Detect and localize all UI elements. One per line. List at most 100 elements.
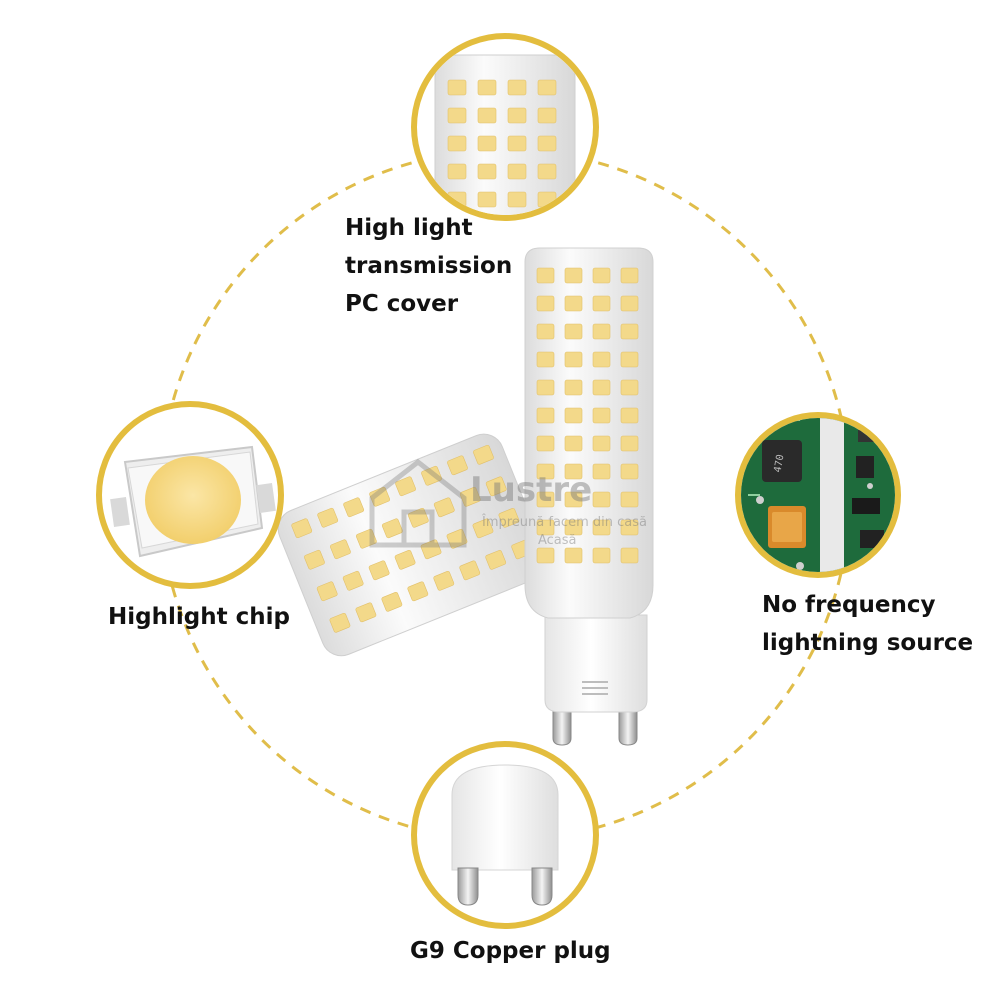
led-chip-cell xyxy=(477,191,497,208)
led-chip-phosphor xyxy=(145,456,241,544)
led-chip-cell xyxy=(446,528,468,549)
led-chip-cell xyxy=(485,550,507,570)
led-chip-cell xyxy=(592,519,611,536)
led-chip-cell xyxy=(536,407,555,424)
led-chip-cell xyxy=(620,379,639,396)
led-chip-cell xyxy=(472,518,494,539)
led-chip-cell xyxy=(498,508,520,528)
led-chip-cell xyxy=(564,351,583,368)
led-chip-cell xyxy=(330,539,351,560)
led-chip-cell xyxy=(536,547,555,564)
led-chip-cell xyxy=(343,497,365,518)
led-chip-cell xyxy=(507,191,527,208)
upright-led-bulb xyxy=(524,247,654,746)
led-chip-cell xyxy=(485,476,507,497)
cover-feature-line-2: transmission xyxy=(345,253,513,279)
led-chip-cell xyxy=(507,135,527,152)
led-chip-cell xyxy=(507,107,527,124)
led-chip-cell xyxy=(421,465,442,486)
led-chip-cell xyxy=(369,486,390,507)
cover-led-grid xyxy=(447,79,557,235)
led-chip-cell xyxy=(592,323,611,340)
upright-bulb-led-grid xyxy=(536,267,639,564)
led-chip-cell xyxy=(592,491,611,508)
led-chip-cell xyxy=(477,107,497,124)
led-chip-cell xyxy=(407,581,429,602)
led-chip-cell xyxy=(291,518,313,539)
source-feature-label: No frequency lightning source xyxy=(762,586,973,662)
cover-feature-line-3: PC cover xyxy=(345,291,459,317)
led-chip-cell xyxy=(620,491,639,508)
led-chip-cell xyxy=(447,135,467,152)
led-chip-cell xyxy=(316,581,338,602)
led-chip-cell xyxy=(620,295,639,312)
tilted-led-bulb xyxy=(277,433,548,657)
g9-plug-callout xyxy=(411,741,599,929)
led-chip-cell xyxy=(477,135,497,152)
led-chip-cell xyxy=(317,507,339,528)
led-chip-cell xyxy=(355,602,377,623)
highlight-chip-callout xyxy=(96,401,284,589)
led-chip-cell xyxy=(536,267,555,284)
led-chip-cell xyxy=(459,560,481,581)
watermark-subline: Acasă xyxy=(538,533,577,548)
led-chip-cell xyxy=(420,539,442,560)
led-chip-cell xyxy=(620,407,639,424)
led-chip-cell xyxy=(447,163,467,180)
led-chip-cell xyxy=(564,407,583,424)
led-chip-cell xyxy=(368,560,390,581)
led-chip-cell xyxy=(592,295,611,312)
led-chip-cell xyxy=(564,519,583,536)
led-chip-cell xyxy=(537,135,557,152)
led-chip-cell xyxy=(433,571,455,591)
led-chip-cell xyxy=(620,435,639,452)
led-chip-cell xyxy=(407,507,429,528)
led-chip-cell xyxy=(507,79,527,96)
led-chip-cell xyxy=(342,570,364,591)
led-chip-cell xyxy=(592,407,611,424)
plug-feature-label: G9 Copper plug xyxy=(410,938,611,964)
led-chip-cell xyxy=(564,379,583,396)
led-chip-cell xyxy=(536,491,555,508)
led-chip-cell xyxy=(592,267,611,284)
led-chip-cell xyxy=(329,612,351,633)
led-chip-cell xyxy=(304,549,325,570)
led-chip-cell xyxy=(536,295,555,312)
svg-text:470: 470 xyxy=(773,454,787,474)
led-chip-cell xyxy=(564,295,583,312)
led-chip-cell xyxy=(381,591,403,612)
led-chip-cell xyxy=(620,463,639,480)
pc-cover-callout xyxy=(411,33,599,235)
led-chip-cell xyxy=(592,463,611,480)
led-chip-cell xyxy=(394,549,416,570)
led-chip-cell xyxy=(620,547,639,564)
led-chip-cell xyxy=(536,435,555,452)
led-chip-cell xyxy=(381,518,403,539)
led-chip-cell xyxy=(564,463,583,480)
source-feature-line-1: No frequency xyxy=(762,592,936,618)
led-chip-cell xyxy=(536,379,555,396)
led-chip-cell xyxy=(447,455,468,476)
watermark-house-icon xyxy=(369,458,467,548)
led-chip-cell xyxy=(592,547,611,564)
led-chip-cell xyxy=(433,497,455,518)
led-chip-cell xyxy=(356,528,377,549)
led-chip-cell xyxy=(564,491,583,508)
led-chip-cell xyxy=(564,267,583,284)
led-chip-cell xyxy=(592,379,611,396)
led-chip-cell xyxy=(620,351,639,368)
led-chip-cell xyxy=(536,519,555,536)
pcb-callout: 470 xyxy=(735,412,901,578)
led-chip-cell xyxy=(507,163,527,180)
led-chip-cell xyxy=(537,163,557,180)
led-chip-cell xyxy=(537,79,557,96)
led-chip-cell xyxy=(538,220,556,235)
cover-feature-line-1: High light xyxy=(345,215,473,241)
led-chip-cell xyxy=(592,435,611,452)
led-chip-cell xyxy=(477,79,497,96)
led-chip-cell xyxy=(564,435,583,452)
led-chip-cell xyxy=(447,79,467,96)
cover-feature-label: High light transmission PC cover xyxy=(345,209,512,323)
